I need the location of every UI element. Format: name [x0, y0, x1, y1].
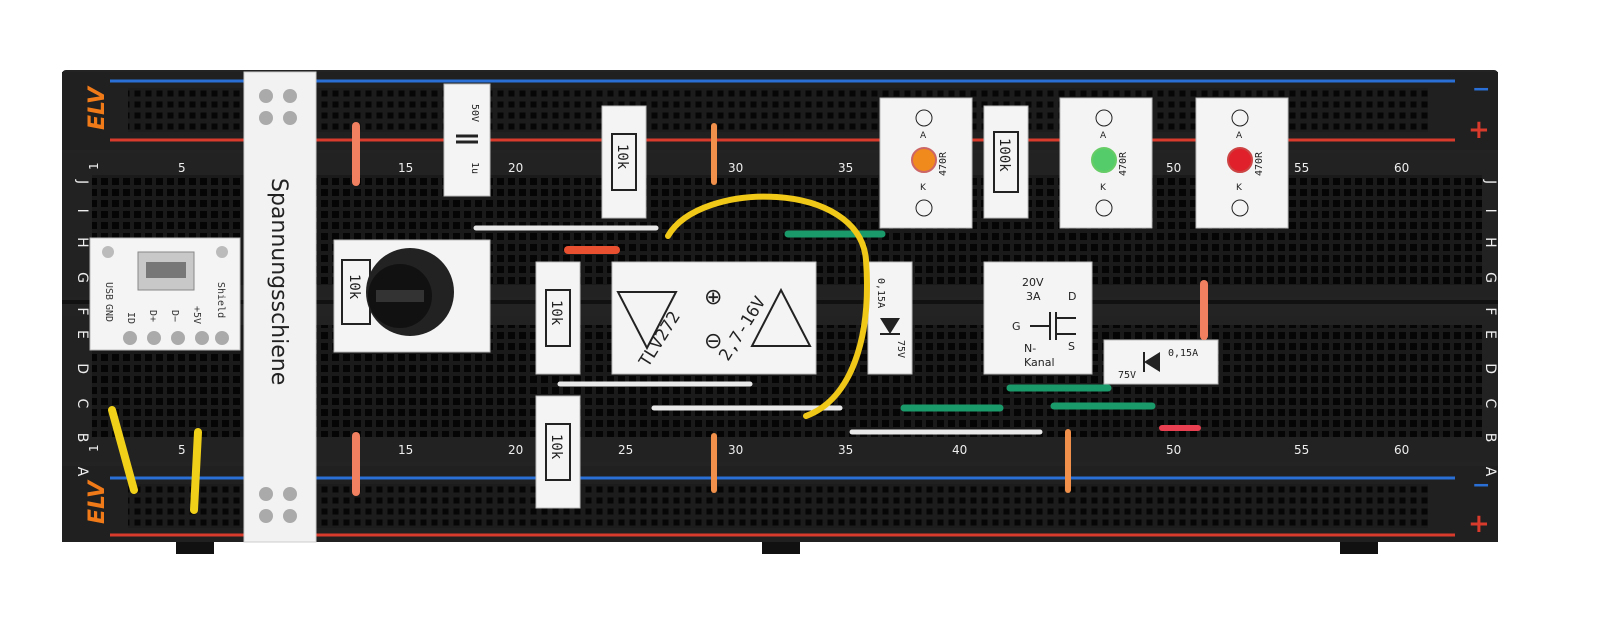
svg-text:GND: GND [103, 304, 114, 322]
svg-text:Spannungsschiene: Spannungsschiene [266, 178, 291, 385]
svg-text:50: 50 [1166, 443, 1181, 457]
brand-logo-bottom: ELV [85, 479, 110, 524]
svg-text:Kanal: Kanal [1024, 356, 1055, 369]
plus-mark-top: + [1468, 115, 1490, 145]
svg-text:3A: 3A [1026, 290, 1041, 303]
brand-logo-top: ELV [85, 85, 110, 130]
svg-text:K: K [920, 183, 927, 193]
svg-text:A: A [920, 131, 927, 141]
svg-text:G: G [1012, 320, 1021, 333]
svg-text:75V: 75V [895, 340, 906, 358]
svg-text:D+: D+ [147, 310, 158, 322]
capacitor-module: 50V 1u [443, 83, 491, 197]
svg-text:100k: 100k [996, 138, 1012, 172]
svg-text:D: D [1068, 290, 1076, 303]
mosfet-module: 20V 3A G D S N- Kanal [983, 261, 1093, 375]
svg-text:470R: 470R [938, 151, 949, 176]
svg-text:30: 30 [728, 161, 743, 175]
led-module-green: A K 470R [1059, 97, 1153, 229]
svg-text:D−: D− [169, 310, 180, 322]
svg-text:10k: 10k [548, 434, 564, 460]
svg-text:0,15A: 0,15A [1168, 348, 1198, 359]
svg-text:60: 60 [1394, 443, 1409, 457]
svg-text:K: K [1236, 183, 1243, 193]
svg-text:S: S [1068, 340, 1075, 353]
svg-text:15: 15 [398, 161, 413, 175]
svg-text:50: 50 [1166, 161, 1181, 175]
minus-mark-top: − [1472, 77, 1490, 102]
svg-text:A: A [1100, 131, 1107, 141]
svg-text:A: A [1236, 131, 1243, 141]
svg-text:ID: ID [125, 312, 136, 324]
svg-text:Shield: Shield [215, 282, 226, 318]
svg-text:60: 60 [1394, 161, 1409, 175]
zener-module: 0,15A 75V [867, 261, 913, 375]
row-letters-top-left: J I H G F [74, 179, 90, 326]
svg-text:20: 20 [508, 161, 523, 175]
svg-text:10k: 10k [548, 300, 564, 326]
svg-text:5: 5 [178, 161, 186, 175]
resistor-module-10k-top: 10k [601, 105, 647, 219]
svg-text:10k: 10k [346, 274, 362, 300]
jumper-wires [108, 122, 1208, 514]
svg-text:20: 20 [508, 443, 523, 457]
svg-text:30: 30 [728, 443, 743, 457]
plus-mark-bottom: + [1468, 509, 1490, 539]
opamp-module: ⊕ ⊖ TLV272 2,7-16V [611, 261, 817, 375]
svg-text:⊕: ⊕ [704, 285, 722, 310]
svg-text:470R: 470R [1254, 151, 1265, 176]
column-numbers-bottom: 1 5 15 20 25 30 35 40 50 55 60 [87, 443, 1409, 457]
resistor-module-100k: 100k [983, 105, 1029, 219]
svg-text:75V: 75V [1118, 370, 1136, 381]
resistor-module-10k-bottom: 10k [535, 395, 581, 509]
svg-text:55: 55 [1294, 443, 1309, 457]
svg-text:10k: 10k [614, 144, 630, 170]
row-letters-bottom-left: E D C B A [74, 330, 90, 486]
svg-text:1: 1 [87, 162, 101, 170]
led-module-red: A K 470R [1195, 97, 1289, 229]
svg-text:1u: 1u [469, 162, 480, 174]
resistor-module-10k-mid: 10k [535, 261, 581, 375]
power-rail-module: Spannungsschiene [243, 71, 317, 543]
svg-text:K: K [1100, 183, 1107, 193]
svg-text:USB: USB [103, 282, 114, 300]
svg-text:40: 40 [952, 443, 967, 457]
svg-text:35: 35 [838, 161, 853, 175]
svg-text:20V: 20V [1022, 276, 1044, 289]
svg-text:5: 5 [178, 443, 186, 457]
row-letters-bottom-right: E D C B A [1482, 330, 1498, 486]
svg-text:⊖: ⊖ [704, 329, 722, 354]
diode-module: 0,15A 75V [1103, 339, 1219, 385]
svg-text:35: 35 [838, 443, 853, 457]
svg-text:25: 25 [618, 443, 633, 457]
svg-text:+5V: +5V [191, 306, 202, 324]
svg-text:0,15A: 0,15A [875, 278, 886, 308]
svg-text:1: 1 [87, 444, 101, 452]
led-module-orange: A K 470R [879, 97, 973, 229]
svg-text:470R: 470R [1118, 151, 1129, 176]
usb-module: USB GND ID D+ D− +5V Shield [89, 237, 241, 351]
minus-mark-bottom: − [1472, 473, 1490, 498]
row-letters-top-right: J I H G F [1482, 179, 1498, 326]
svg-text:55: 55 [1294, 161, 1309, 175]
potentiometer-module: 10k [333, 239, 491, 353]
svg-text:50V: 50V [469, 104, 480, 122]
svg-text:N-: N- [1024, 342, 1036, 355]
svg-text:15: 15 [398, 443, 413, 457]
